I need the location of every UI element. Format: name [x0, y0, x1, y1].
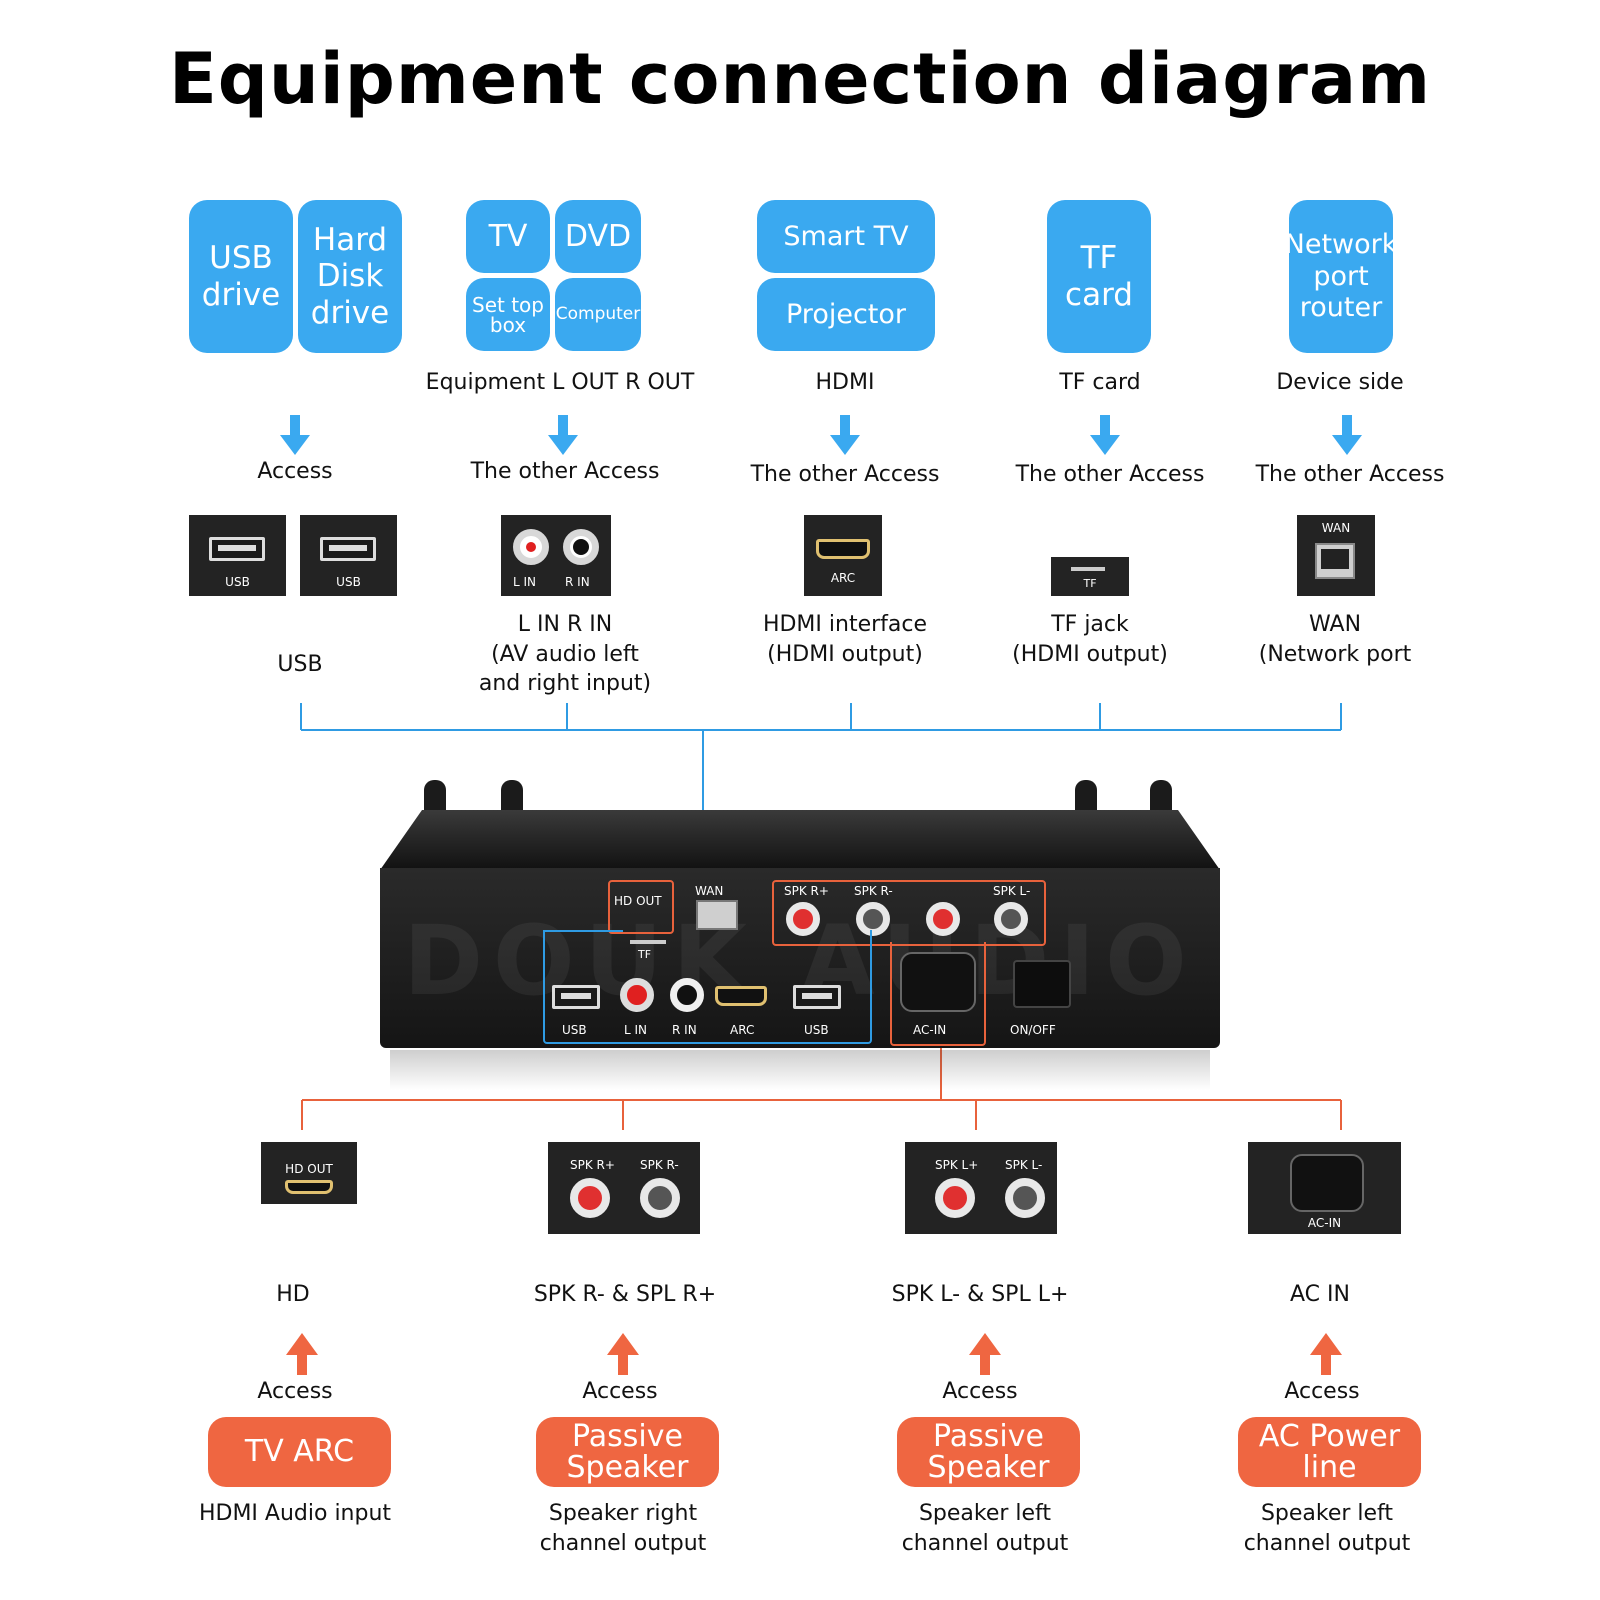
smart-tv-box: Smart TV	[757, 200, 935, 273]
usb-port-description: USB	[277, 652, 323, 677]
hd-caption: HDMI Audio input	[198, 1501, 392, 1526]
power-switch	[1013, 960, 1071, 1008]
hd-access-label: Access	[257, 1379, 333, 1404]
hd-out-port-photo: HD OUT	[261, 1142, 357, 1204]
usb-drive-box: USB drive	[189, 200, 293, 353]
panel-spk-r-plus-label: SPK R+	[784, 884, 829, 898]
hdmi-port-description: HDMI interface (HDMI output)	[762, 612, 928, 667]
spk-right-terminals-photo: SPK R+ SPK R-	[548, 1142, 700, 1234]
panel-wan-label: WAN	[695, 884, 724, 898]
panel-r-in-label: R IN	[672, 1023, 697, 1037]
amplifier-device: DOUK AUDIO HD OUT WAN SPK R+ SPK R- SPK …	[380, 780, 1220, 1090]
av-source-caption: Equipment L OUT R OUT	[425, 370, 695, 395]
passive-speaker-right-box: Passive Speaker	[536, 1417, 719, 1487]
net-access-label: The other Access	[1255, 462, 1445, 487]
ac-in-socket-photo: AC-IN	[1248, 1142, 1401, 1234]
set-top-box-box: Set top box	[466, 278, 550, 351]
panel-usb-port-2	[793, 985, 841, 1009]
computer-box: Computer	[555, 278, 641, 351]
spk-right-port-name: SPK R- & SPL R+	[533, 1282, 717, 1307]
panel-usb-label-2: USB	[804, 1023, 829, 1037]
hdmi-source-caption: HDMI	[815, 370, 875, 395]
panel-r-in-jack	[670, 978, 704, 1012]
panel-wan-port	[696, 900, 738, 930]
tv-arc-box: TV ARC	[208, 1417, 391, 1487]
tf-source-caption: TF card	[1059, 370, 1141, 395]
panel-tf-slot	[630, 940, 666, 944]
hdmi-arc-port-photo: ARC	[804, 515, 882, 596]
panel-onoff-label: ON/OFF	[1010, 1023, 1056, 1037]
panel-l-in-label: L IN	[624, 1023, 648, 1037]
passive-speaker-left-box: Passive Speaker	[897, 1417, 1080, 1487]
panel-spk-l-plus-terminal	[926, 902, 960, 936]
panel-usb-port-1	[552, 985, 600, 1009]
usb-port-photo-2: USB	[300, 515, 397, 596]
network-port-router-box: Network port router	[1285, 200, 1397, 353]
tf-access-label: The other Access	[1015, 462, 1205, 487]
panel-spk-l-minus-label: SPK L-	[993, 884, 1031, 898]
panel-spk-r-minus-label: SPK R-	[854, 884, 893, 898]
panel-hdout-label: HD OUT	[614, 894, 662, 908]
ac-in-port-name: AC IN	[1290, 1282, 1350, 1307]
dvd-box: DVD	[555, 200, 641, 273]
panel-tf-label: TF	[638, 948, 652, 961]
panel-ac-in-label: AC-IN	[913, 1023, 947, 1037]
av-port-description: L IN R IN (AV audio left and right input…	[478, 612, 652, 697]
panel-spk-l-minus-terminal	[994, 902, 1028, 936]
spk-left-port-name: SPK L- & SPL L+	[891, 1282, 1069, 1307]
tf-port-description: TF jack (HDMI output)	[1012, 612, 1168, 667]
tv-box: TV	[466, 200, 550, 273]
panel-arc-label: ARC	[730, 1023, 755, 1037]
ac-access-label: Access	[1284, 1379, 1360, 1404]
net-source-caption: Device side	[1276, 370, 1404, 395]
panel-spk-r-plus-terminal	[786, 902, 820, 936]
panel-l-in-jack	[620, 978, 654, 1012]
hard-disk-drive-box: Hard Disk drive	[298, 200, 402, 353]
hd-port-name: HD	[276, 1282, 310, 1307]
page-title: Equipment connection diagram	[168, 38, 1432, 120]
usb-port-photo-1: USB	[189, 515, 286, 596]
panel-spk-r-minus-terminal	[856, 902, 890, 936]
ac-caption: Speaker left channel output	[1243, 1501, 1411, 1556]
hdmi-access-label: The other Access	[750, 462, 940, 487]
av-access-label: The other Access	[470, 459, 660, 484]
spk-left-access-label: Access	[942, 1379, 1018, 1404]
spk-left-terminals-photo: SPK L+ SPK L-	[905, 1142, 1057, 1234]
spk-right-access-label: Access	[582, 1379, 658, 1404]
ac-power-line-box: AC Power line	[1238, 1417, 1421, 1487]
tf-card-box: TF card	[1047, 200, 1151, 353]
rca-input-photo: L IN R IN	[501, 515, 611, 596]
wan-port-description: WAN (Network port	[1258, 612, 1412, 667]
spk-left-caption: Speaker left channel output	[901, 1501, 1069, 1556]
panel-ac-in-socket	[900, 952, 976, 1012]
usb-access-label: Access	[257, 459, 333, 484]
panel-hdmi-arc-port	[715, 986, 767, 1006]
projector-box: Projector	[757, 278, 935, 351]
tf-slot-photo: TF	[1051, 557, 1129, 596]
panel-usb-label-1: USB	[562, 1023, 587, 1037]
spk-right-caption: Speaker right channel output	[539, 1501, 707, 1556]
wan-port-photo: WAN	[1297, 515, 1375, 596]
